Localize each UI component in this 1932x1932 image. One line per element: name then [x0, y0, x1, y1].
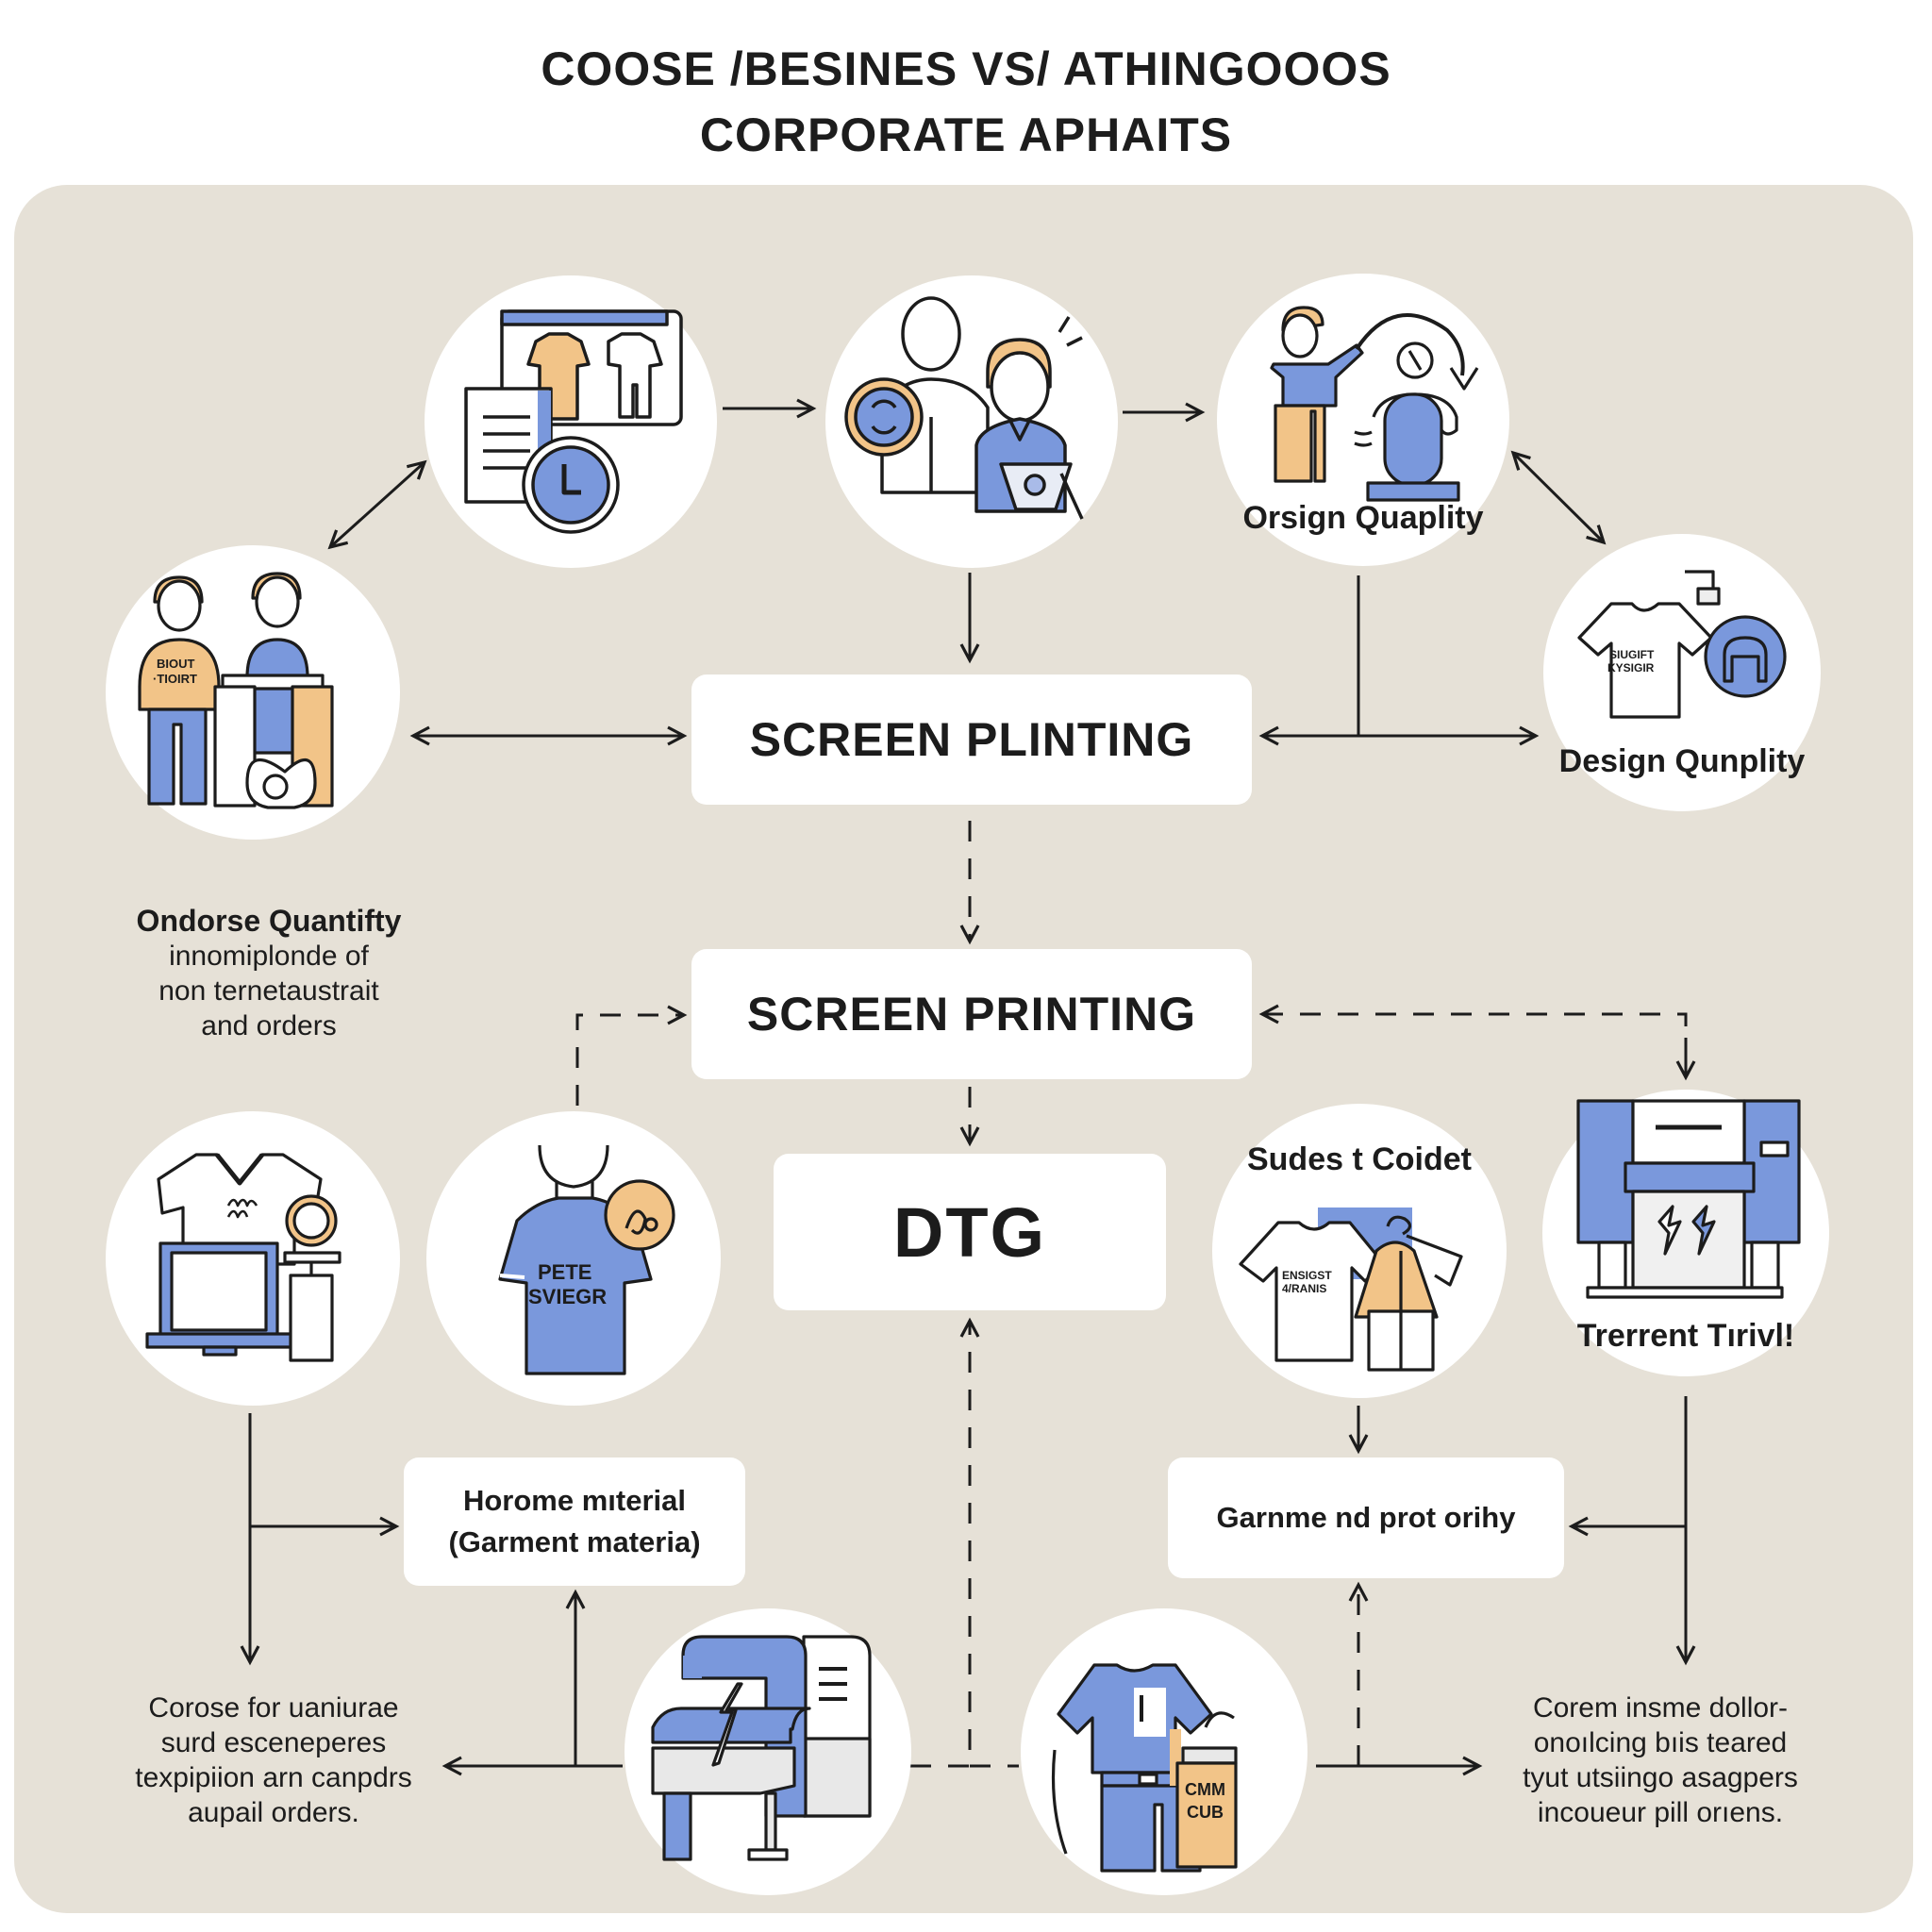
supplies-box-text-2: CUB	[1187, 1803, 1224, 1822]
node-trerrent-trivl[interactable]: Trerrent Tırivl!	[1542, 1090, 1829, 1376]
client-consultation-icon	[844, 296, 1084, 520]
node-order-packing-team[interactable]: BIOUT ·TIOIRT	[106, 545, 400, 840]
note-bottom-left-line-1: Corose for uaniurae	[148, 1692, 399, 1724]
node-student-coidet[interactable]: ENSIGST 4/RANIS Sudes t Coidet	[1212, 1104, 1507, 1398]
node-design-quality[interactable]: SIUGIFT KYSIGIR Design Qunplity	[1543, 534, 1821, 811]
node-label-trerrent-trivl: Trerrent Tırivl!	[1576, 1318, 1795, 1354]
dashed-node7-to-screen-printing	[575, 1005, 688, 1106]
student-apparel-icon: ENSIGST 4/RANIS	[1239, 1208, 1463, 1372]
arrow-node4-node1-bidir	[327, 459, 427, 550]
supplies-box-text-1: CMM	[1185, 1780, 1225, 1799]
note-bottom-right-line-1: Corem insme dollor-	[1532, 1692, 1789, 1724]
svg-text:ENSIGST: ENSIGST	[1282, 1269, 1332, 1282]
note-order-quantity-line-1: innomiplonde of	[169, 941, 369, 972]
dtg-printer-icon	[651, 1635, 872, 1861]
note-order-quantity-line-3: and orders	[201, 1010, 337, 1041]
diagram-title-line-1: COOSE /BESINES VS/ ATHINGOOOS	[541, 42, 1391, 95]
node-tshirt-design-computer[interactable]	[106, 1111, 400, 1406]
node-label-design-quality: Design Qunplity	[1558, 743, 1806, 779]
node-label-student-coidet: Sudes t Coidet	[1246, 1141, 1473, 1177]
note-bottom-left: Corose for uaniurae surd esceneperes tex…	[99, 1690, 448, 1830]
svg-text:KYSIGIR: KYSIGIR	[1607, 661, 1655, 675]
process-box-screen-plinting-label: SCREEN PLINTING	[749, 713, 1194, 766]
dashed-node9-screen-printing	[1258, 1004, 1688, 1080]
tshirt-computer-design-icon	[145, 1153, 341, 1362]
tshirt-ink-bottle-icon: SIUGIFT KYSIGIR	[1577, 570, 1787, 719]
catalog-window-clock-icon	[464, 309, 683, 534]
process-box-screen-printing[interactable]: SCREEN PRINTING	[691, 949, 1252, 1079]
note-order-quantity: Ondorse Quantifty innomiplonde of non te…	[94, 904, 443, 1043]
team-packing-orders-icon: BIOUT ·TIOIRT	[138, 572, 334, 809]
node-garment-supplies[interactable]: CMM CUB	[1021, 1608, 1307, 1895]
note-order-quantity-line-2: non ternetaustrait	[158, 975, 379, 1007]
process-box-home-material[interactable]: Horome mıterial (Garment materia)	[404, 1457, 745, 1586]
process-box-dtg[interactable]: DTG	[774, 1154, 1166, 1310]
process-box-garment-priority-label: Garnme nd prot orihy	[1216, 1501, 1516, 1534]
design-approval-mannequin-icon	[1270, 306, 1479, 502]
process-box-dtg-label: DTG	[892, 1192, 1047, 1272]
node-dtg-printer[interactable]	[625, 1608, 911, 1895]
printing-press-icon	[1576, 1099, 1801, 1299]
note-order-quantity-heading: Ondorse Quantifty	[136, 904, 402, 938]
note-bottom-left-line-4: aupail orders.	[188, 1797, 359, 1828]
svg-text:4/RANIS: 4/RANIS	[1282, 1282, 1326, 1295]
shirt-print-text-1: PETE	[538, 1260, 591, 1284]
node-printed-tshirt-person[interactable]: PETE SVIEGR	[426, 1111, 721, 1406]
arrow-node3-node5-bidir	[1510, 450, 1607, 545]
node-client-consultation[interactable]	[825, 275, 1118, 568]
note-bottom-right: Corem insme dollor- onoılcing bıis teare…	[1486, 1690, 1835, 1830]
svg-text:·TIOIRT: ·TIOIRT	[153, 672, 197, 686]
process-box-garment-priority[interactable]: Garnme nd prot orihy	[1168, 1457, 1564, 1578]
process-box-home-material-line-1: Horome mıterial	[462, 1484, 686, 1517]
note-bottom-left-line-2: surd esceneperes	[160, 1727, 387, 1758]
node-orsign-quality[interactable]: Orsign Quaplity	[1217, 274, 1509, 566]
svg-text:BIOUT: BIOUT	[157, 657, 195, 671]
garment-uniform-supplies-icon: CMM CUB	[1051, 1663, 1238, 1873]
note-bottom-left-line-3: texpipiion arn canpdrs	[135, 1762, 412, 1793]
svg-text:SIUGIFT: SIUGIFT	[1609, 648, 1655, 661]
process-box-screen-printing-label: SCREEN PRINTING	[746, 988, 1197, 1041]
process-box-home-material-line-2: (Garment materia)	[448, 1525, 701, 1558]
note-bottom-right-line-2: onoılcing bıis teared	[1533, 1727, 1788, 1758]
shirt-print-text-2: SVIEGR	[528, 1285, 607, 1308]
person-printed-tshirt-icon: PETE SVIEGR	[498, 1144, 675, 1375]
node-catalog-schedule[interactable]	[425, 275, 717, 568]
process-box-screen-plinting[interactable]: SCREEN PLINTING	[691, 675, 1252, 805]
note-bottom-right-line-4: incoueur pill orıens.	[1537, 1797, 1784, 1828]
note-bottom-right-line-3: tyut utsiingo asagpers	[1523, 1762, 1798, 1793]
node-label-orsign-quality: Orsign Quaplity	[1242, 500, 1484, 536]
dashed-bottom-to-dtg	[910, 1317, 980, 1768]
diagram-title-line-2: CORPORATE APHAITS	[699, 108, 1233, 161]
